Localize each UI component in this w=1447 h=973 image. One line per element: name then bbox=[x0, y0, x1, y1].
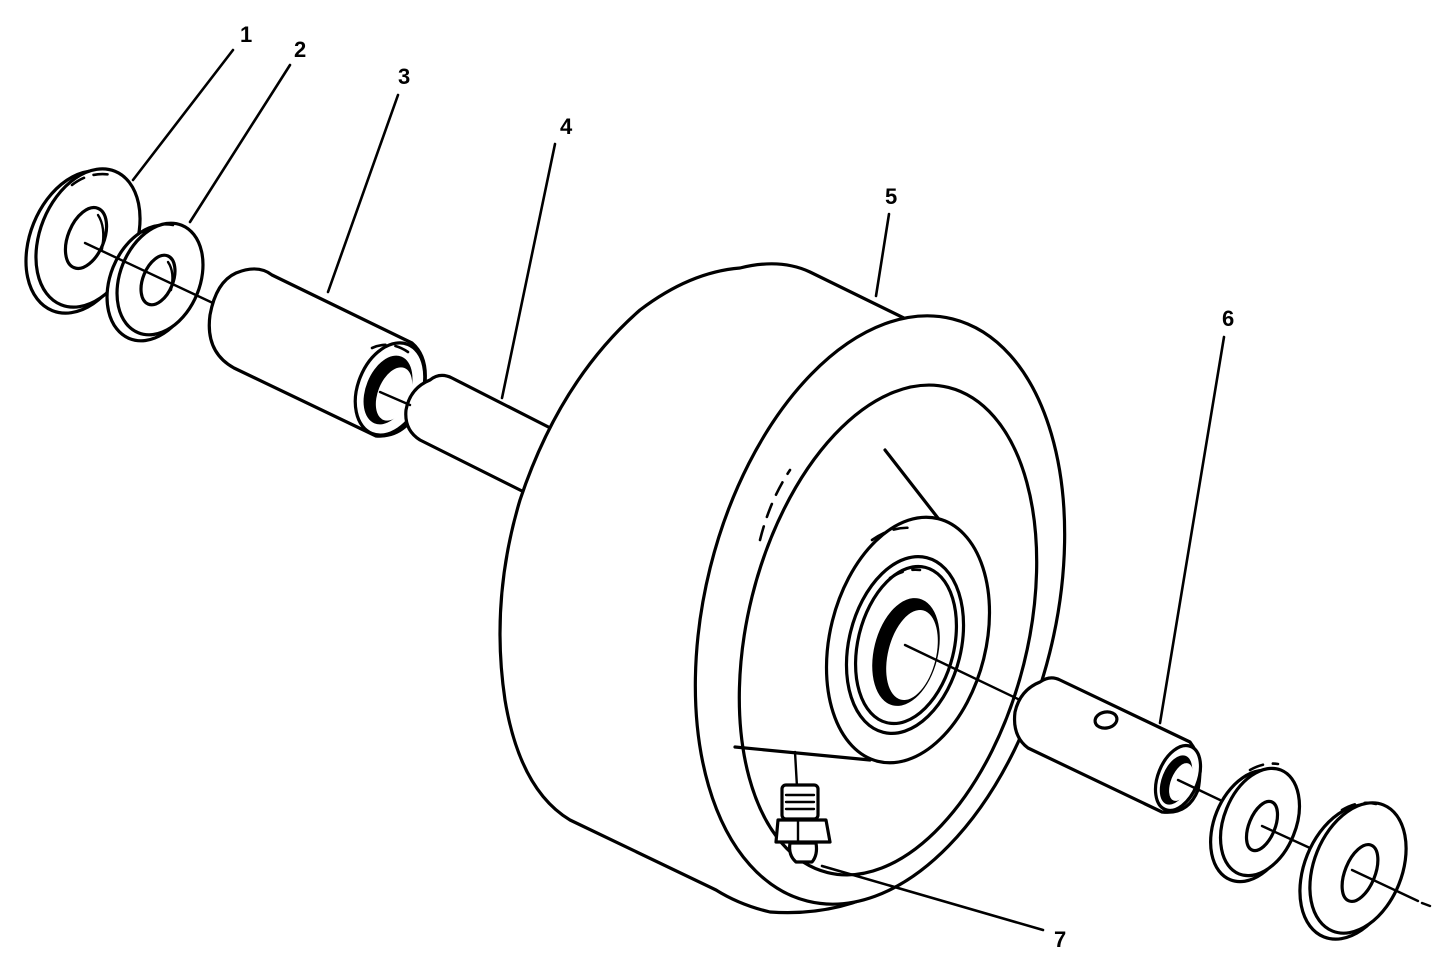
leader-lines bbox=[131, 48, 1226, 932]
callout-5: 5 bbox=[885, 184, 897, 209]
callout-labels: 1 2 3 4 5 6 7 bbox=[240, 22, 1234, 952]
callout-7: 7 bbox=[1054, 927, 1066, 952]
bearing-sleeve-3 bbox=[207, 267, 427, 438]
callout-6: 6 bbox=[1222, 306, 1234, 331]
callout-2: 2 bbox=[294, 37, 306, 62]
washer-right-inner bbox=[1209, 762, 1302, 884]
callout-1: 1 bbox=[240, 22, 252, 47]
callout-4: 4 bbox=[560, 114, 573, 139]
grease-fitting-7 bbox=[774, 750, 832, 864]
washer-right-outer bbox=[1298, 801, 1408, 941]
spacer-sleeve-6 bbox=[1012, 676, 1203, 814]
callout-3: 3 bbox=[398, 64, 410, 89]
axle-4 bbox=[378, 373, 572, 502]
wheel-5 bbox=[498, 262, 1067, 915]
